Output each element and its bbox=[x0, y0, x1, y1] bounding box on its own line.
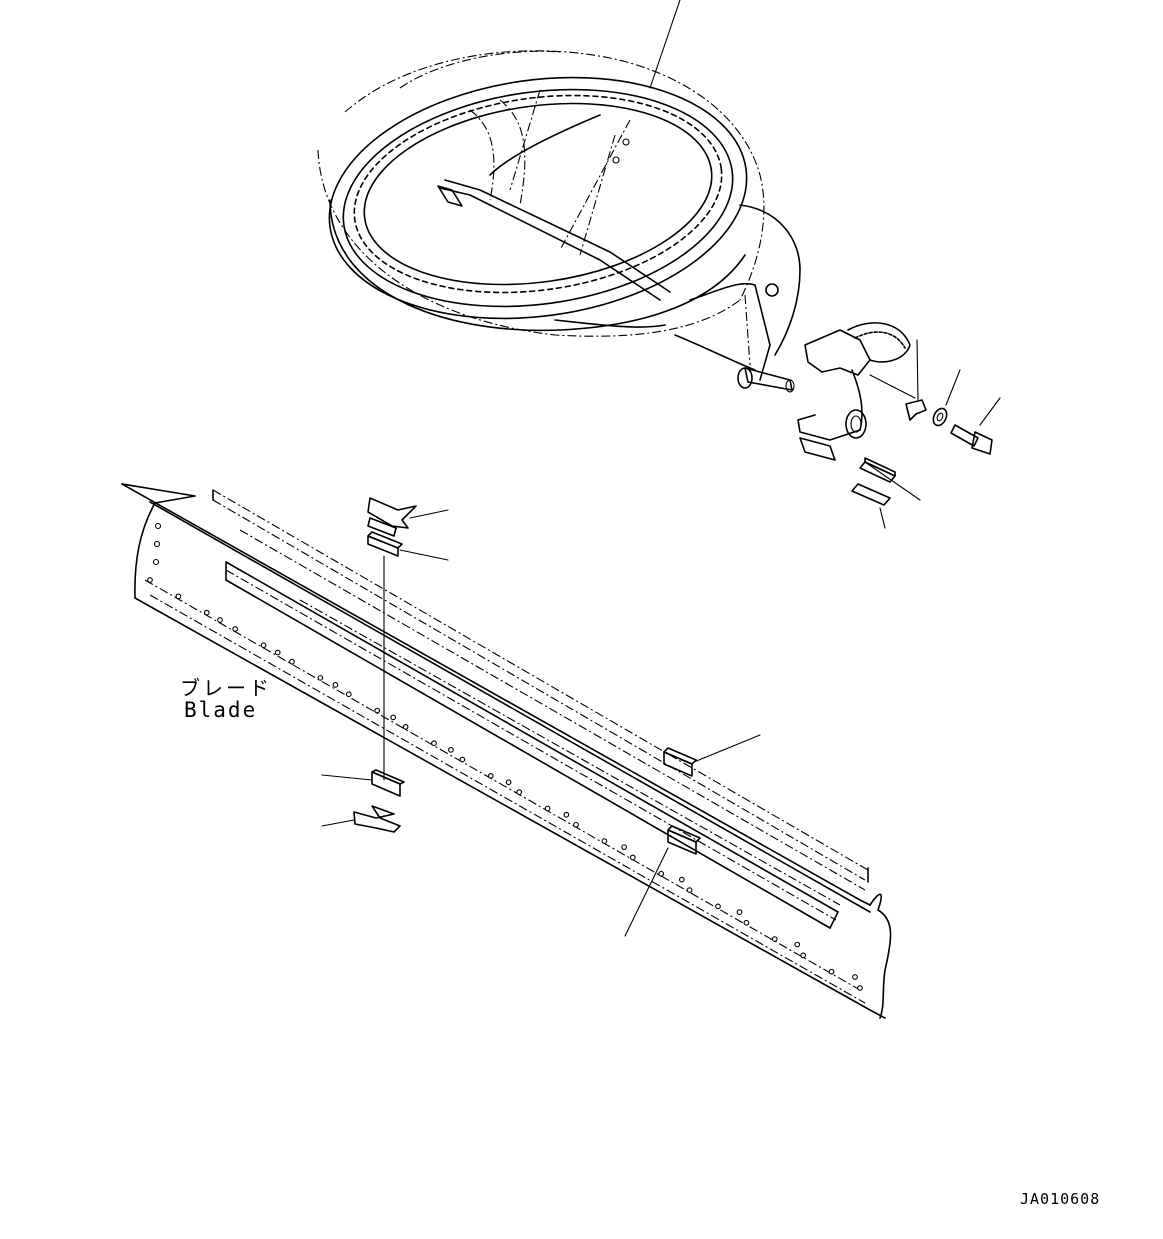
bolt bbox=[950, 397, 1001, 455]
bolt-hole bbox=[743, 919, 750, 926]
circle-assembly bbox=[317, 0, 801, 393]
bolt-hole bbox=[332, 682, 339, 688]
drawing-code: JA010608 bbox=[1020, 1190, 1101, 1208]
bolt-hole bbox=[402, 724, 409, 730]
washer bbox=[932, 369, 961, 427]
bolt-hole bbox=[516, 789, 523, 796]
wear-strip-upper-right bbox=[663, 734, 761, 777]
bolt-hole bbox=[232, 626, 239, 632]
bolt-hole bbox=[390, 714, 397, 721]
bolt-hole bbox=[147, 577, 153, 583]
bolt-hole bbox=[459, 756, 466, 763]
blade-label-english: Blade bbox=[184, 698, 258, 722]
bolt-hole bbox=[715, 903, 721, 910]
bolt-hole bbox=[345, 691, 352, 698]
shim-stack-upper-left bbox=[367, 497, 449, 781]
shim-stack-lower-left bbox=[321, 769, 405, 833]
bolt-hole bbox=[431, 740, 437, 747]
lock-clip bbox=[905, 339, 927, 421]
bolt-hole bbox=[203, 609, 210, 616]
bolt-hole bbox=[629, 854, 636, 861]
bolt-hole bbox=[736, 909, 743, 915]
bolt-hole bbox=[217, 617, 223, 623]
bolt-holes bbox=[147, 577, 863, 991]
wear-strip-lower-right bbox=[624, 825, 701, 937]
bolt-hole bbox=[505, 779, 512, 786]
swing-bracket bbox=[797, 322, 921, 501]
bolt-hole bbox=[175, 593, 182, 600]
bolt-hole bbox=[771, 936, 778, 942]
blade bbox=[121, 483, 892, 1019]
bolt-hole bbox=[686, 887, 693, 893]
bolt-hole bbox=[800, 952, 807, 959]
bolt-hole bbox=[828, 968, 835, 975]
bolt-hole bbox=[274, 649, 281, 656]
bolt-hole bbox=[317, 675, 324, 681]
bolt-hole bbox=[487, 772, 494, 779]
bolt-hole bbox=[658, 870, 665, 877]
bolt-hole bbox=[544, 805, 551, 812]
bolt-hole bbox=[794, 941, 801, 948]
bolt-hole bbox=[374, 707, 381, 714]
bolt-hole bbox=[601, 838, 608, 844]
bolt-hole bbox=[678, 876, 685, 883]
bolt-hole bbox=[573, 821, 579, 828]
bolt-hole bbox=[563, 811, 570, 818]
bolt-hole bbox=[857, 985, 863, 991]
bolt-hole bbox=[289, 658, 295, 665]
blade-label-japanese: ブレード bbox=[180, 676, 272, 700]
bolt-hole bbox=[448, 746, 454, 753]
bolt-hole bbox=[621, 844, 627, 851]
bolt-hole bbox=[260, 642, 267, 649]
bolt-hole bbox=[852, 974, 858, 980]
shim-pair-upper-right bbox=[851, 457, 896, 529]
